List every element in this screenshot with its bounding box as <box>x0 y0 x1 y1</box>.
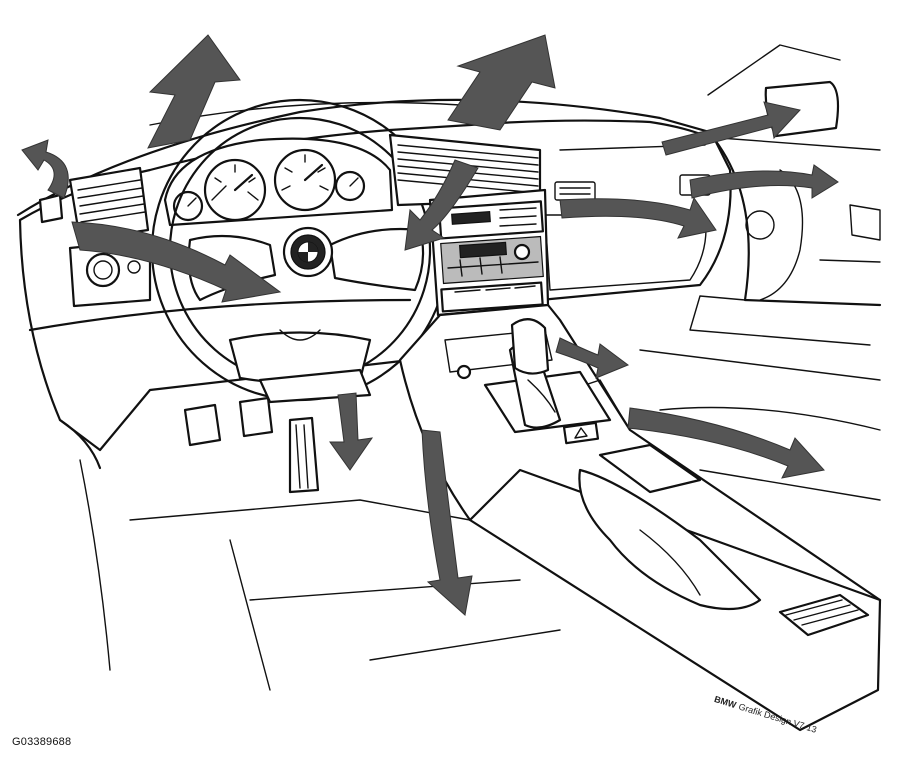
tachometer-gauge <box>203 158 267 222</box>
climate-control <box>440 235 544 285</box>
arrow-up-windshield-center-icon <box>447 34 556 131</box>
temperature-gauge <box>334 170 366 202</box>
arrow-side-window-left-icon <box>21 139 69 199</box>
arrow-driver-footwell-icon <box>329 392 374 471</box>
pedals <box>183 396 320 494</box>
airflow-arrows <box>21 34 839 616</box>
arrow-passenger-vent-icon <box>559 196 717 239</box>
passenger-seat <box>639 349 881 501</box>
arrow-left-vent-to-driver-icon <box>71 221 282 303</box>
arrow-passenger-footwell-icon <box>627 407 825 479</box>
gear-shifter <box>483 318 612 434</box>
speedometer-gauge <box>273 148 337 212</box>
arrow-console-right-icon <box>555 337 630 379</box>
bmw-logo-icon <box>290 234 326 270</box>
radio-unit <box>437 200 545 240</box>
arrow-side-mirror-icon <box>661 101 801 156</box>
arrow-center-vent-to-driver-icon <box>404 159 479 251</box>
hazard-button <box>562 421 600 445</box>
center-stack <box>428 188 550 317</box>
handbrake-lever <box>578 468 762 611</box>
left-vent <box>38 166 150 242</box>
switch-panel <box>440 281 544 313</box>
instrument-cluster <box>163 137 394 227</box>
arrow-rear-footwell-icon <box>421 429 473 616</box>
figure-id: G03389688 <box>12 736 72 748</box>
steering-wheel <box>150 98 450 402</box>
console-storage <box>598 443 870 637</box>
arrow-up-windshield-left-icon <box>147 34 241 149</box>
arrow-passenger-window-icon <box>689 164 839 199</box>
